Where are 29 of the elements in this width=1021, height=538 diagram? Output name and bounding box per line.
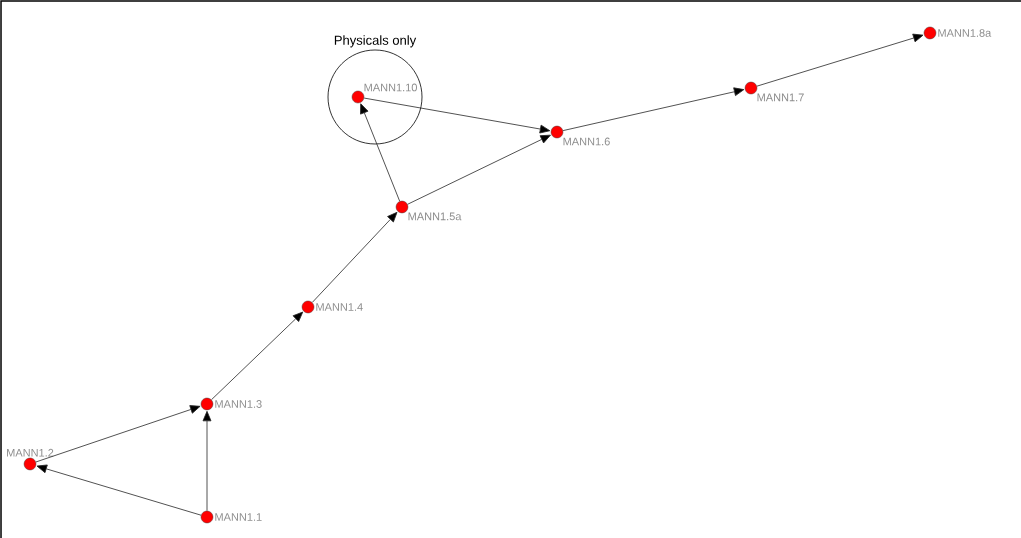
- graph-node: MANN1.10: [351, 83, 417, 104]
- arrow: [407, 134, 551, 205]
- graph-node: MANN1.4: [301, 300, 363, 314]
- arrow: [756, 33, 924, 87]
- arrow: [363, 97, 551, 134]
- arrow: [35, 405, 201, 463]
- node-label: Physicals only: [334, 35, 417, 48]
- graph-node: MANN1.6: [550, 125, 610, 146]
- graph-node: MANN1.7: [744, 81, 804, 102]
- node-label: MANN1.2: [7, 448, 54, 457]
- graph-node: MANN1.5a: [395, 200, 462, 221]
- node-label: MANN1.5a: [408, 212, 462, 221]
- arrow: [360, 103, 401, 202]
- node-label: MANN1.1: [215, 513, 262, 521]
- arrow: [202, 410, 212, 512]
- arrow: [36, 464, 202, 516]
- graph-node: MANN1.8a: [923, 26, 992, 40]
- node-label: MANN1.8a: [938, 29, 992, 37]
- node-label: MANN1.3: [215, 400, 262, 408]
- arrow: [562, 87, 745, 131]
- graph-node: MANN1.1: [200, 510, 262, 524]
- arrow: [211, 311, 304, 401]
- node-label: MANN1.6: [563, 137, 610, 146]
- node-label: MANN1.4: [316, 303, 363, 311]
- node-label: MANN1.10: [364, 83, 417, 92]
- node-label: MANN1.7: [757, 93, 804, 102]
- arrow: [311, 211, 398, 303]
- graph-node: MANN1.3: [200, 397, 262, 411]
- graph-node: MANN1.2: [7, 448, 54, 471]
